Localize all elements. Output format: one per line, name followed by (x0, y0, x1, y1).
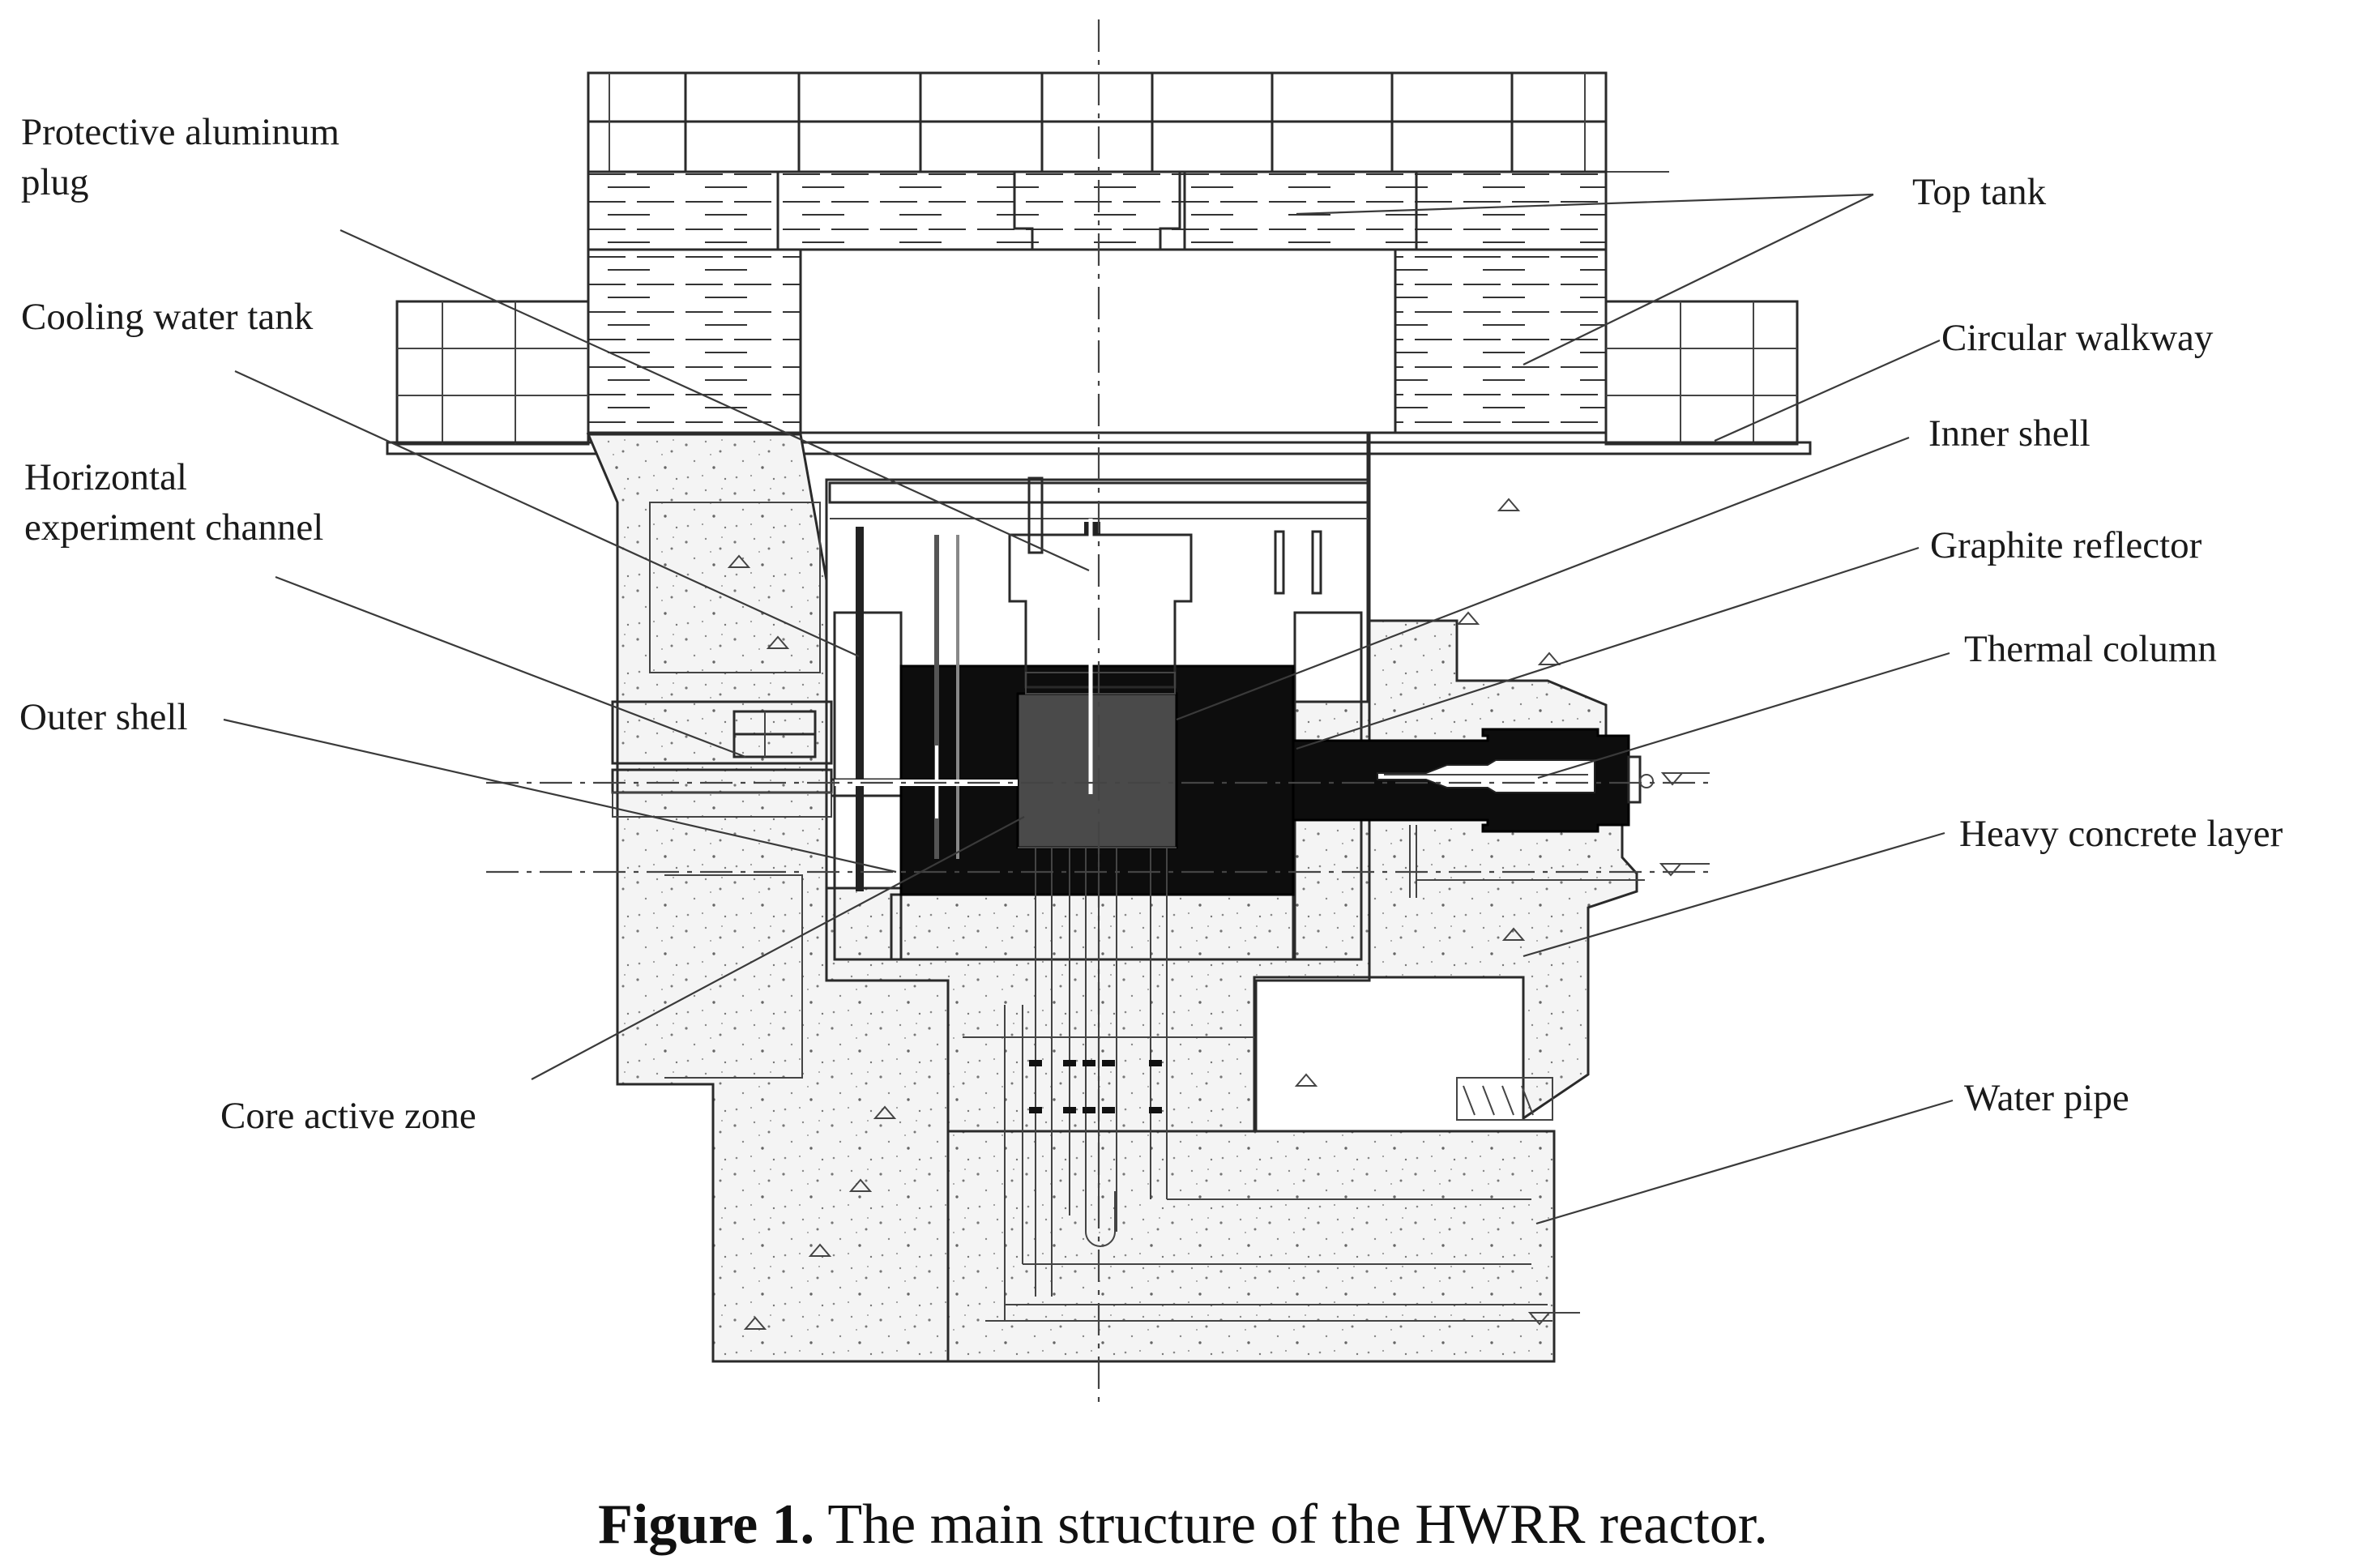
label-horizontal-experiment-channel-line1: Horizontal (24, 456, 187, 498)
horizontal-experiment-channel (611, 700, 916, 818)
label-top-tank: Top tank (1912, 171, 2047, 213)
label-graphite-reflector: Graphite reflector (1930, 524, 2202, 566)
label-horizontal-experiment-channel-line2: experiment channel (24, 506, 323, 549)
label-inner-shell: Inner shell (1928, 412, 2091, 455)
label-protective-aluminum-plug: Protective aluminum plug (21, 111, 340, 203)
figure-caption: Figure 1. The main structure of the HWRR… (598, 1493, 1768, 1556)
label-circular-walkway: Circular walkway (1941, 317, 2214, 359)
label-thermal-column: Thermal column (1964, 628, 2217, 670)
label-protective-aluminum-plug-line1: Protective aluminum (21, 111, 340, 153)
label-outer-shell: Outer shell (19, 696, 188, 738)
label-heavy-concrete-layer: Heavy concrete layer (1959, 813, 2283, 855)
core-active-zone (1016, 692, 1178, 849)
top-deck-grid (587, 71, 1669, 173)
water-pipes (985, 848, 1552, 1322)
figure-caption-number: Figure 1. (598, 1493, 814, 1556)
top-tank (587, 170, 1608, 434)
label-water-pipe: Water pipe (1964, 1077, 2129, 1119)
thermal-column (1292, 728, 1654, 898)
center-lines (486, 19, 1710, 1410)
label-core-active-zone: Core active zone (220, 1095, 476, 1137)
leader-lines (223, 193, 1954, 1225)
label-horizontal-experiment-channel: Horizontal experiment channel (24, 456, 323, 549)
label-cooling-water-tank: Cooling water tank (21, 296, 314, 338)
figure-caption-text: The main structure of the HWRR reactor. (814, 1493, 1768, 1556)
heavy-concrete-body (586, 433, 1638, 1363)
label-protective-aluminum-plug-line2: plug (21, 161, 89, 203)
concrete-marks (727, 498, 1561, 1330)
